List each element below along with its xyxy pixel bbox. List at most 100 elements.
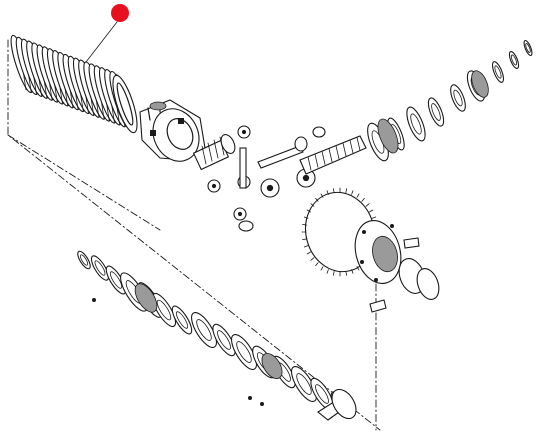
gear-bore [266, 184, 274, 192]
cross-pin [239, 147, 247, 189]
differential-small-parts[interactable] [207, 125, 326, 232]
gear-bore [302, 174, 310, 182]
shaft-spline [335, 145, 340, 160]
planet-carrier-housing[interactable] [139, 99, 207, 169]
lower-roller-bearing [134, 283, 158, 313]
gear-tooth [315, 197, 319, 202]
gear-tooth [303, 245, 309, 248]
bearing-ring [406, 106, 426, 142]
leader-line [85, 21, 118, 63]
gear-tooth [333, 270, 335, 276]
gear-tooth [356, 193, 360, 198]
bearing-ring-bore [510, 54, 518, 66]
bearing-ring [450, 84, 466, 112]
gear-tooth [371, 216, 377, 219]
gear-tooth [333, 188, 335, 194]
lower-ring-bore [236, 341, 252, 363]
shaft-spline [307, 156, 312, 171]
roller-bearing [471, 70, 489, 98]
assembly-frame [7, 39, 381, 431]
coil-spring-pack[interactable] [7, 34, 142, 135]
bearing-ring [508, 51, 520, 69]
gear-tooth [356, 266, 360, 271]
hex-bolt [403, 237, 420, 249]
lower-ring [212, 323, 236, 357]
gear-tooth [345, 270, 347, 276]
gear-tooth [369, 209, 374, 213]
lower-ring-bore [315, 384, 329, 404]
gear-tooth [310, 257, 315, 261]
bolt-hole [362, 230, 366, 234]
lower-ring [151, 292, 177, 328]
gear-tooth [345, 188, 347, 194]
lower-ring-bore [94, 260, 106, 276]
shaft-spline [321, 150, 326, 165]
gear-tooth [306, 251, 311, 255]
ring-gear[interactable] [297, 185, 443, 313]
shaft-spline [356, 136, 361, 151]
small-pin [92, 298, 96, 302]
lower-ring-bore [196, 319, 212, 341]
gear-tooth [351, 269, 354, 274]
lower-ring [90, 255, 110, 281]
shaft-spline [342, 142, 347, 157]
spring-end-coil [112, 74, 138, 134]
pinion-shaft-assembly[interactable] [299, 39, 534, 175]
lower-ring [77, 250, 91, 270]
hex-bolt [369, 299, 387, 313]
red-dot-marker[interactable] [111, 4, 129, 22]
lower-bearing-stack[interactable] [75, 249, 361, 422]
roller-bearing [377, 118, 399, 154]
lower-ring [191, 312, 217, 348]
bearing-ring [523, 39, 533, 57]
gear-tooth [306, 209, 311, 213]
gear-bore [241, 129, 247, 135]
gear-tooth [351, 190, 354, 195]
pinion-shaft [299, 135, 367, 175]
thrust-washer [238, 220, 254, 232]
bearing-ring-bore [525, 43, 531, 53]
gear-tooth [326, 269, 329, 274]
gear-tooth [315, 262, 319, 267]
spring-end-bore [116, 82, 134, 126]
shaft-spline [314, 153, 319, 168]
bearing-ring [491, 61, 505, 83]
side-seal [416, 268, 440, 300]
bolt-hole [374, 278, 378, 282]
gear-tooth [326, 190, 329, 195]
bearing-ring-bore [410, 113, 422, 135]
shaft-spline [328, 148, 333, 163]
lower-ring-bore [217, 330, 231, 350]
output-flange [331, 388, 357, 420]
gear-tooth [361, 197, 365, 202]
lower-ring-bore [156, 299, 172, 321]
gear-tooth [320, 193, 324, 198]
bearing-ring [427, 97, 445, 127]
lower-ring [231, 334, 257, 370]
pinion-pin [257, 145, 304, 169]
lower-ring [171, 305, 193, 335]
shaft-spline [349, 139, 354, 154]
gear-bore [211, 183, 217, 189]
gear-tooth [365, 203, 370, 207]
bearing-ring-bore [431, 103, 441, 121]
gear-bore [237, 211, 243, 217]
gear-tooth [310, 203, 315, 207]
small-pin [260, 402, 264, 406]
gear-tooth [303, 216, 309, 219]
lower-ring-bore [79, 254, 89, 266]
bolt-hole [360, 260, 364, 264]
thrust-washer [312, 126, 326, 138]
pin-head [294, 136, 308, 152]
gear-tooth [320, 266, 324, 271]
gear-tooth [302, 223, 307, 226]
lower-ring [291, 366, 317, 402]
spline-shaft[interactable] [192, 132, 238, 171]
gear-tooth [302, 238, 307, 241]
bearing-ring-bore [494, 65, 502, 79]
case-hub [372, 235, 398, 273]
lower-ring-bore [175, 311, 189, 329]
bolt-hole [390, 224, 394, 228]
small-pin [248, 396, 252, 400]
